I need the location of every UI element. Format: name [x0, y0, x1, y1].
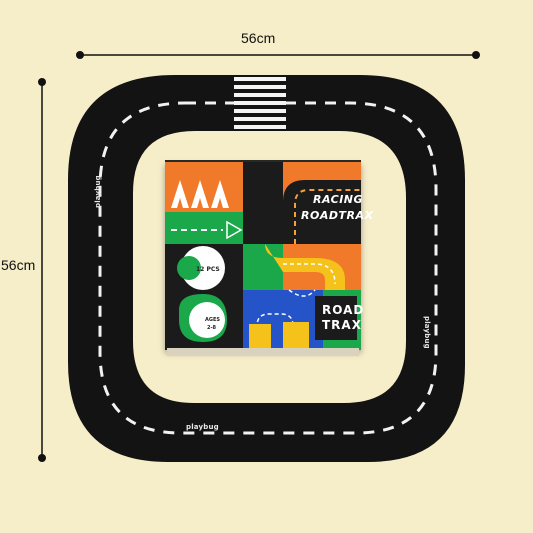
box-title-line1: RACING	[313, 193, 364, 206]
height-dimension-line	[38, 78, 46, 462]
crosswalk	[234, 77, 286, 129]
box-artwork	[165, 162, 361, 350]
pieces-count: 12 PCS	[196, 266, 220, 273]
box-title-line2: ROADTRAX	[301, 209, 374, 222]
track-lane-dashes	[98, 101, 438, 435]
product-box	[165, 162, 361, 350]
logo-line2: TRAX	[322, 318, 362, 332]
brand-mark-right: playbug	[423, 316, 431, 349]
race-track	[68, 75, 465, 462]
brand-mark-left: playbug	[94, 175, 102, 208]
ages-label: AGES	[205, 317, 220, 323]
width-dimension-line	[76, 51, 480, 59]
width-label: 56cm	[241, 30, 276, 46]
box-base	[167, 348, 359, 356]
logo-line1: ROAD	[322, 303, 365, 317]
brand-mark-bottom: playbug	[186, 423, 219, 431]
ages-range: 2-8	[207, 325, 217, 331]
height-label: 56cm	[1, 257, 36, 273]
